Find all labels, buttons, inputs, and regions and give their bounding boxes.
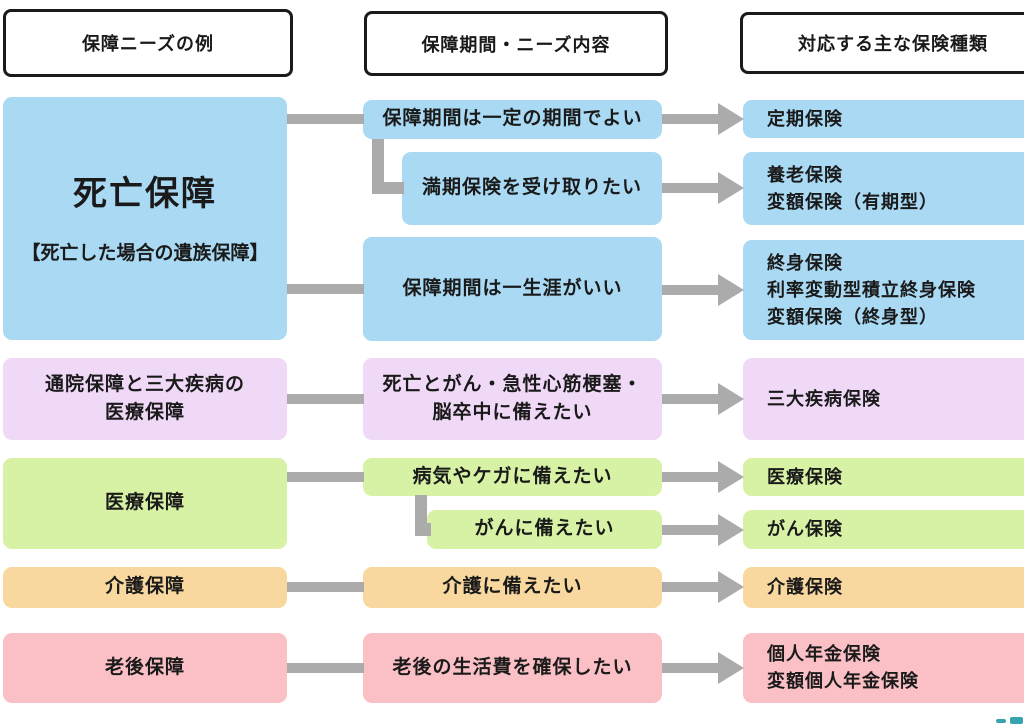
connector-nursing [287, 582, 364, 592]
type-box-whole-life: 終身保険 利率変動型積立終身保険 変額保険（終身型） [743, 240, 1024, 340]
need-box-retirement: 老後保障 [3, 633, 287, 703]
arrow-head-icon-whole-life [718, 274, 744, 306]
connector-retirement [287, 663, 364, 673]
type-box-term-insurance: 定期保険 [743, 100, 1024, 138]
connector-three-disease [287, 394, 364, 404]
arrow-head-icon-medical [718, 461, 744, 493]
arrow-head-icon-pension [718, 652, 744, 684]
column-header-period: 保障期間・ニーズ内容 [364, 11, 668, 76]
need-death-title: 死亡保障 [73, 174, 217, 213]
arrow-head-icon-cancer [718, 514, 744, 546]
need-box-medical: 医療保障 [3, 458, 287, 549]
elbow-maturity-vertical [372, 139, 384, 194]
arrow-head-icon-three-disease [718, 383, 744, 415]
arrow-shaft-term [662, 114, 718, 124]
column-header-types: 対応する主な保険種類 [740, 12, 1024, 74]
arrow-head-icon-nursing [718, 571, 744, 603]
need-death-subtitle: 【死亡した場合の遺族保障】 [21, 242, 269, 264]
arrow-shaft-cancer [662, 525, 718, 535]
connector-death-fixed [287, 114, 364, 124]
type-box-three-disease: 三大疾病保険 [743, 358, 1024, 440]
need-box-nursing: 介護保障 [3, 567, 287, 608]
elbow-maturity-horizontal [372, 182, 404, 194]
period-box-sickness: 病気やケガに備えたい [363, 458, 662, 496]
type-box-pension-insurance: 個人年金保険 変額個人年金保険 [743, 633, 1024, 703]
type-box-medical-insurance: 医療保険 [743, 458, 1024, 496]
arrow-head-icon-term [718, 103, 744, 135]
period-box-retirement: 老後の生活費を確保したい [363, 633, 662, 703]
column-header-needs: 保障ニーズの例 [3, 9, 293, 77]
type-box-endowment: 養老保険 変額保険（有期型） [743, 152, 1024, 225]
period-box-maturity: 満期保険を受け取りたい [402, 152, 662, 225]
arrow-shaft-whole-life [662, 285, 718, 295]
period-box-cancer: がんに備えたい [427, 510, 662, 549]
elbow-cancer-horizontal [415, 523, 431, 536]
period-box-lifetime: 保障期間は一生涯がいい [363, 237, 662, 341]
need-box-three-disease: 通院保障と三大疾病の 医療保障 [3, 358, 287, 440]
type-box-cancer-insurance: がん保険 [743, 510, 1024, 549]
need-box-death: 死亡保障 【死亡した場合の遺族保障】 [3, 97, 287, 340]
period-box-nursing: 介護に備えたい [363, 567, 662, 608]
arrow-shaft-medical [662, 472, 718, 482]
arrow-shaft-endowment [662, 183, 718, 193]
arrow-head-icon-endowment [718, 172, 744, 204]
period-box-three-disease: 死亡とがん・急性心筋梗塞・ 脳卒中に備えたい [363, 358, 662, 440]
arrow-shaft-three-disease [662, 394, 718, 404]
arrow-shaft-nursing [662, 582, 718, 592]
period-box-fixed-term: 保障期間は一定の期間でよい [363, 100, 662, 139]
connector-medical [287, 472, 364, 482]
type-box-nursing-insurance: 介護保険 [743, 567, 1024, 608]
watermark-icon [996, 719, 1006, 723]
connector-death-lifetime [287, 284, 364, 294]
watermark-icon [1010, 717, 1023, 724]
arrow-shaft-pension [662, 663, 718, 673]
